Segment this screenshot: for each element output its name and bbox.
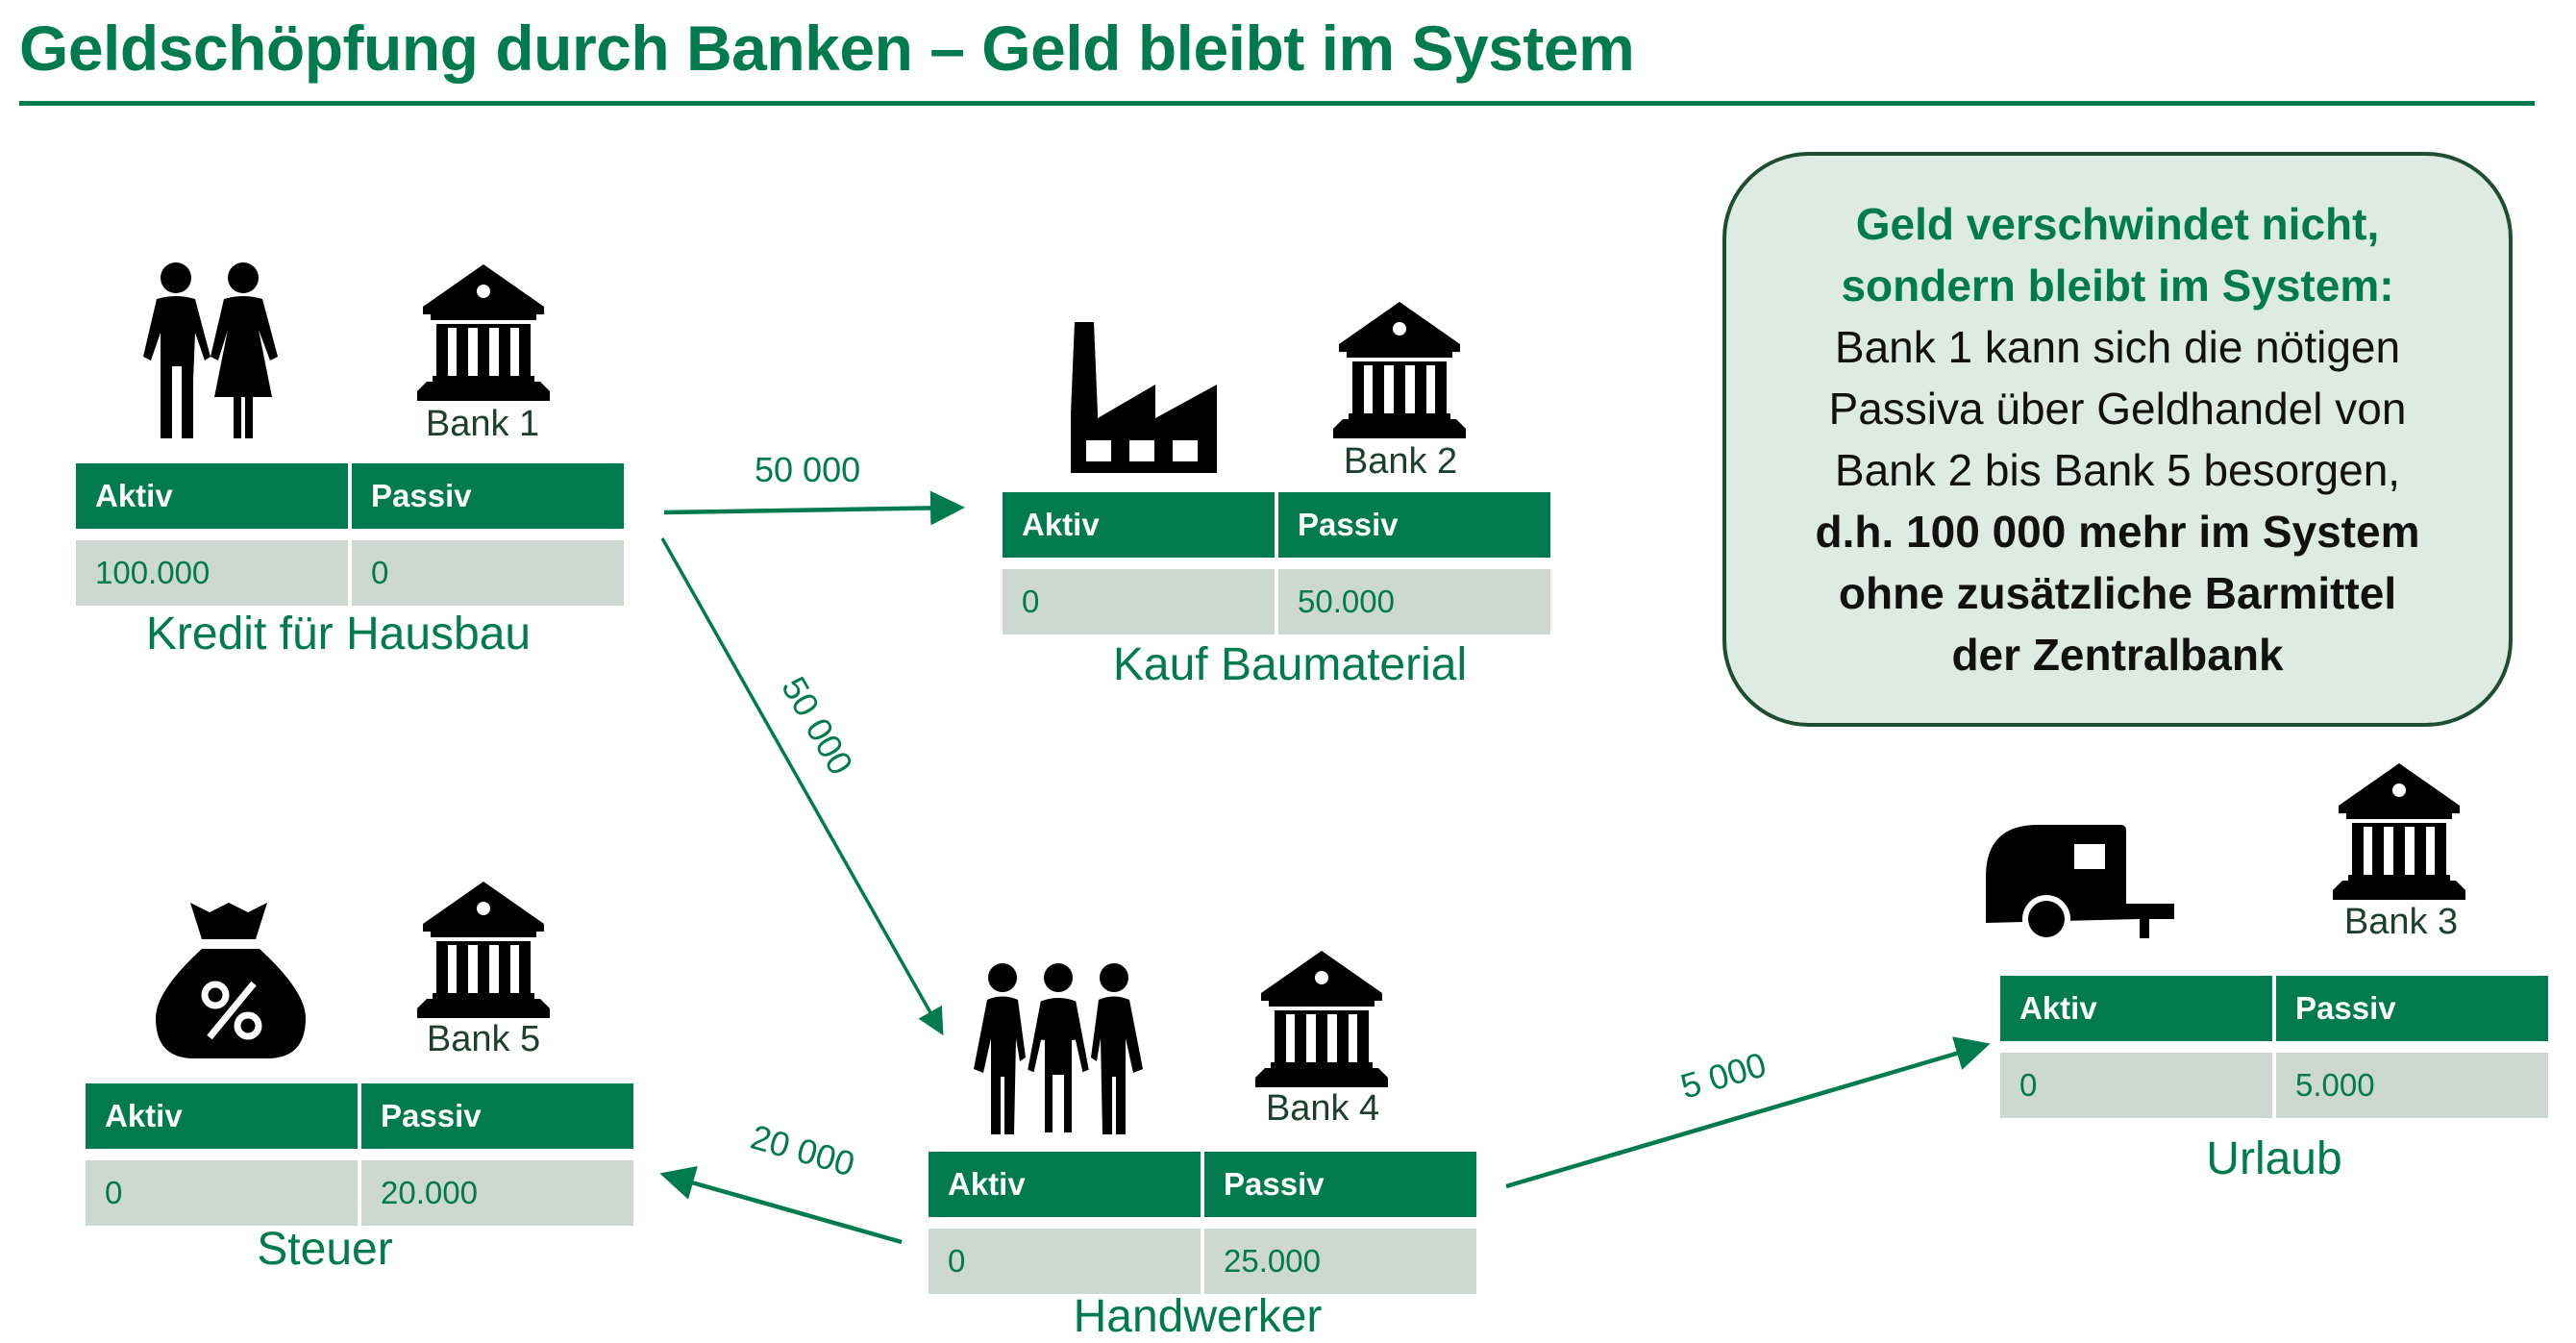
callout-line: Bank 2 bis Bank 5 besorgen, xyxy=(1834,445,2401,495)
flow-arrow-bank1-bank4 xyxy=(660,537,944,1036)
caravan-icon xyxy=(1986,819,2174,942)
flow-label-bank1-bank2: 50 000 xyxy=(755,450,861,489)
header-aktiv: Aktiv xyxy=(86,1083,358,1149)
balance-table-bank3: Aktiv Passiv 0 5.000 xyxy=(2000,976,2548,1118)
header-passiv: Passiv xyxy=(1204,1152,1476,1217)
flow-label-bank4-bank3: 5 000 xyxy=(1675,1044,1771,1107)
bank-label: Bank 1 xyxy=(425,404,540,444)
header-passiv: Passiv xyxy=(1278,492,1550,558)
couple-icon xyxy=(136,261,289,438)
bank-building-icon xyxy=(1329,302,1470,438)
bank-label: Bank 2 xyxy=(1343,441,1458,482)
header-aktiv: Aktiv xyxy=(1003,492,1275,558)
passiv-value: 25.000 xyxy=(1204,1229,1476,1294)
bank-building-icon xyxy=(2329,763,2469,900)
bank-label: Bank 5 xyxy=(426,1019,541,1059)
callout-line: der Zentralbank xyxy=(1951,630,2284,680)
page-title: Geldschöpfung durch Banken – Geld bleibt… xyxy=(19,12,1635,84)
header-passiv: Passiv xyxy=(352,463,624,529)
passiv-value: 20.000 xyxy=(361,1160,633,1226)
caption-steuer: Steuer xyxy=(257,1224,393,1275)
callout-line: ohne zusätzliche Barmittel xyxy=(1838,568,2397,618)
callout-box: Geld verschwindet nicht, sondern bleibt … xyxy=(1722,152,2513,727)
balance-table-bank1: Aktiv Passiv 100.000 0 xyxy=(76,463,624,606)
title-underline xyxy=(19,101,2535,106)
flow-arrow-bank1-bank2 xyxy=(663,490,965,526)
header-aktiv: Aktiv xyxy=(929,1152,1201,1217)
aktiv-value: 0 xyxy=(929,1229,1201,1294)
callout-line: sondern bleibt im System: xyxy=(1841,261,2394,311)
aktiv-value: 0 xyxy=(86,1160,358,1226)
factory-icon xyxy=(1067,322,1217,473)
group-icon xyxy=(964,961,1152,1134)
aktiv-value: 0 xyxy=(1003,569,1275,634)
flow-label-bank1-bank4: 50 000 xyxy=(774,669,861,782)
callout-line: d.h. 100 000 mehr im System xyxy=(1815,507,2420,557)
header-aktiv: Aktiv xyxy=(76,463,348,529)
callout-line: Geld verschwindet nicht, xyxy=(1855,199,2380,249)
balance-table-bank5: Aktiv Passiv 0 20.000 xyxy=(86,1083,633,1226)
bank-building-icon xyxy=(413,882,554,1018)
passiv-value: 5.000 xyxy=(2276,1053,2548,1118)
bank-building-icon xyxy=(413,264,554,401)
aktiv-value: 0 xyxy=(2000,1053,2272,1118)
bank-building-icon xyxy=(1251,951,1392,1087)
passiv-value: 50.000 xyxy=(1278,569,1550,634)
caption-kauf-baumaterial: Kauf Baumaterial xyxy=(1112,639,1468,690)
money-bag-percent-icon xyxy=(156,899,306,1058)
bank-label: Bank 3 xyxy=(2343,902,2459,942)
header-passiv: Passiv xyxy=(361,1083,633,1149)
caption-kredit: Kredit für Hausbau xyxy=(145,609,532,659)
caption-handwerker: Handwerker xyxy=(1073,1291,1323,1342)
caption-urlaub: Urlaub xyxy=(2206,1133,2342,1184)
flow-label-bank4-bank5: 20 000 xyxy=(746,1116,859,1184)
header-passiv: Passiv xyxy=(2276,976,2548,1041)
aktiv-value: 100.000 xyxy=(76,540,348,606)
bank-label: Bank 4 xyxy=(1265,1088,1380,1129)
flow-arrow-bank4-bank5 xyxy=(659,1166,903,1245)
callout-line: Bank 1 kann sich die nötigen xyxy=(1834,322,2401,372)
callout-line: Passiva über Geldhandel von xyxy=(1828,384,2407,434)
balance-table-bank4: Aktiv Passiv 0 25.000 xyxy=(929,1152,1476,1294)
passiv-value: 0 xyxy=(352,540,624,606)
header-aktiv: Aktiv xyxy=(2000,976,2272,1041)
balance-table-bank2: Aktiv Passiv 0 50.000 xyxy=(1003,492,1550,634)
